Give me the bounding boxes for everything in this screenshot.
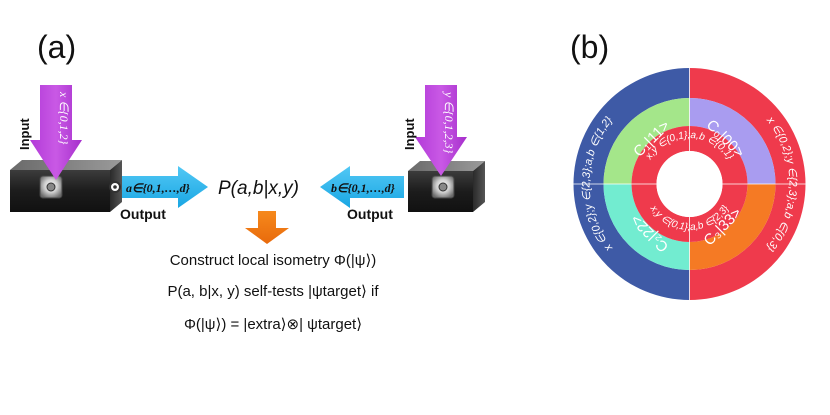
left-input-label: Input — [17, 118, 32, 150]
condition-line: Φ(|ψ⟩) = |extra⟩⊗| ψtarget⟩ — [184, 316, 362, 333]
right-output-label: Output — [347, 206, 393, 222]
outer-right-sector — [689, 68, 806, 300]
left-measurement-box — [10, 160, 122, 212]
correlation-label: P(a,b|x,y) — [218, 178, 299, 199]
decomposition-ring — [573, 68, 806, 300]
input-y-set: y ∈{0,1,2,3} — [442, 91, 456, 154]
inner-right-sector — [689, 126, 748, 242]
sector-c0 — [689, 98, 776, 184]
right-measurement-box — [408, 161, 485, 212]
input-x-arrow — [30, 85, 82, 180]
input-x-set: x ∈{0,1,2} — [57, 91, 71, 145]
panel-a-label: (a) — [37, 29, 76, 65]
input-y-arrow — [415, 85, 467, 176]
outer-left-sector — [573, 68, 690, 300]
down-arrow — [245, 211, 289, 244]
output-a-set: a∈{0,1,…,d} — [126, 181, 191, 195]
ring-center — [656, 151, 723, 217]
output-b-arrow — [320, 166, 404, 208]
inner-left-sector — [631, 126, 690, 242]
left-output-label: Output — [120, 206, 166, 222]
sector-c1 — [603, 98, 690, 184]
panel-b-label: (b) — [570, 29, 609, 65]
output-a-arrow — [122, 166, 208, 208]
sector-c3 — [689, 184, 776, 270]
output-b-set: b∈{0,1,…,d} — [331, 181, 396, 195]
isometry-line: Construct local isometry Φ(|ψ⟩) — [170, 252, 377, 269]
self-test-line: P(a, b|x, y) self-tests |ψtarget⟩ if — [167, 283, 379, 300]
right-input-label: Input — [402, 118, 417, 150]
sector-c2 — [603, 184, 690, 270]
